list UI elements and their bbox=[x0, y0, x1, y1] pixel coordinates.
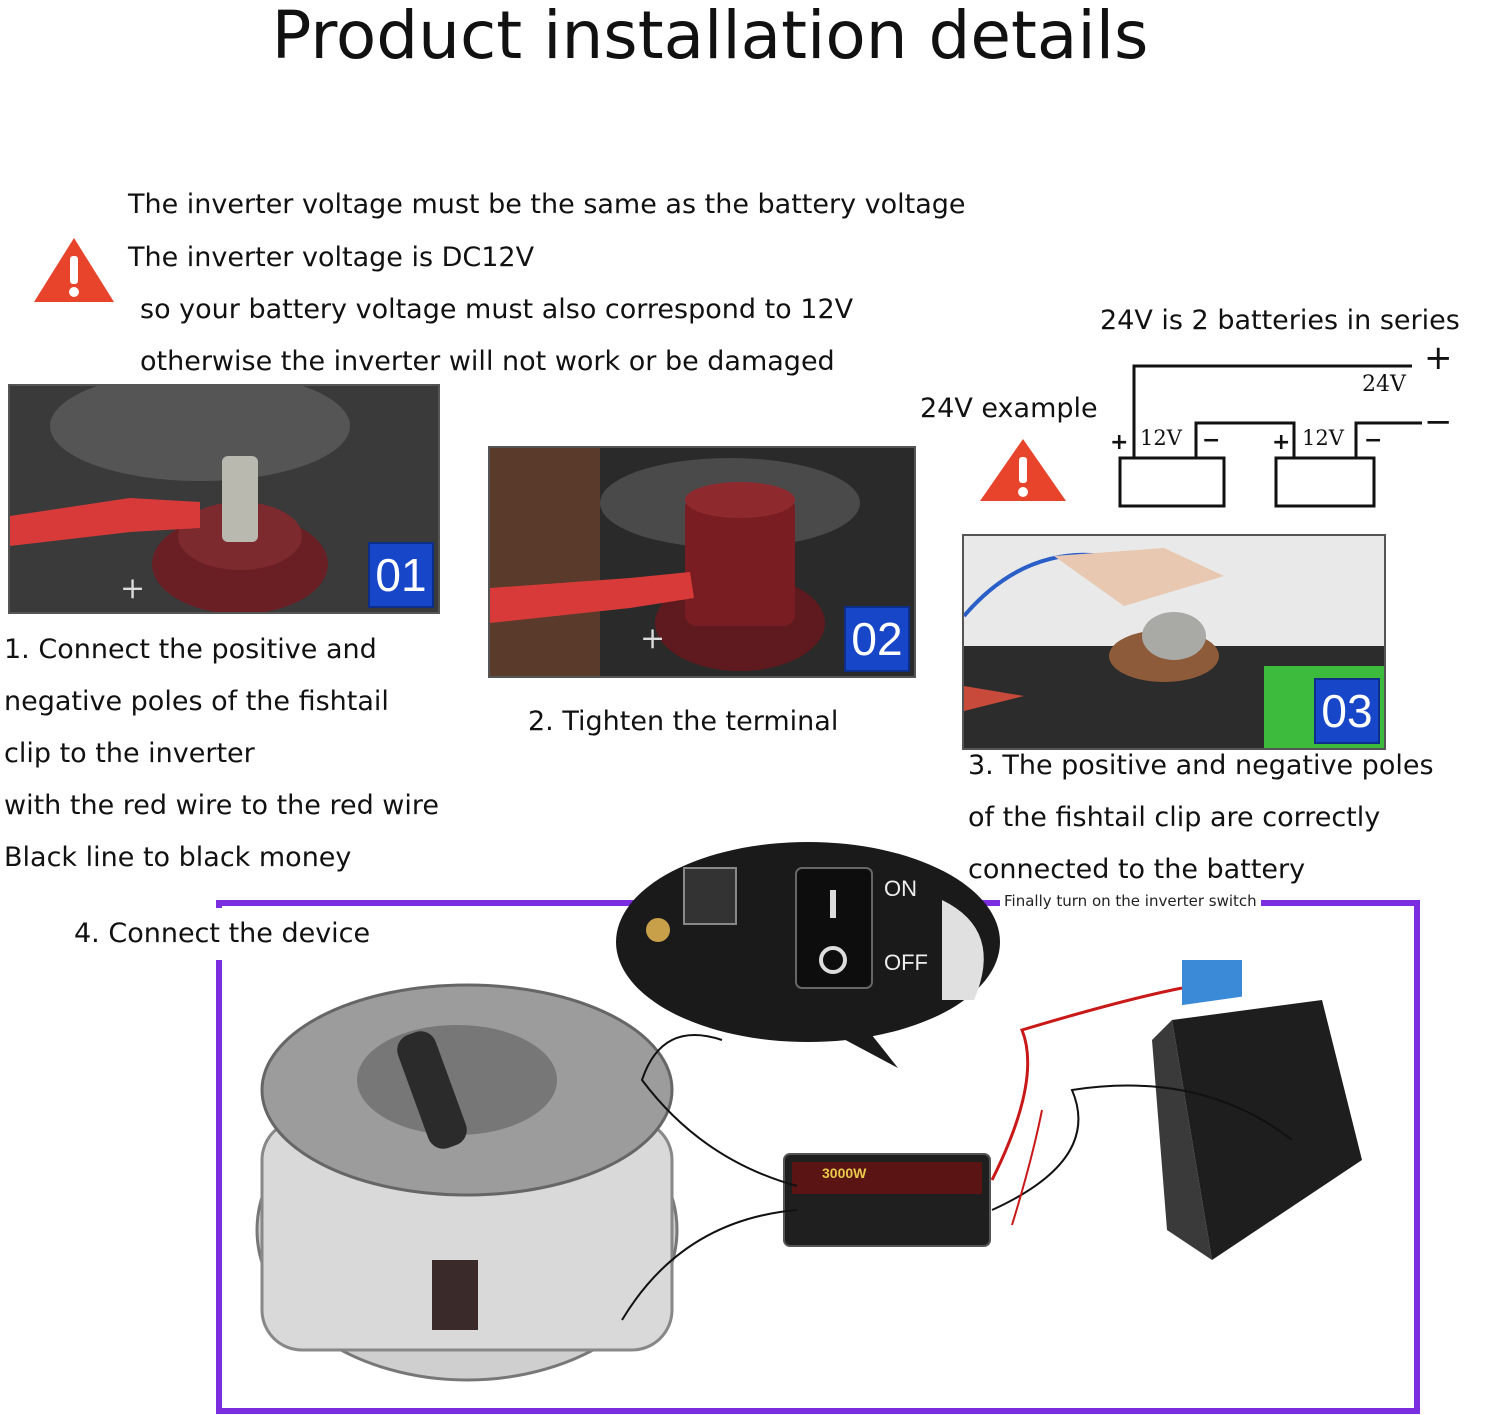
battery-2-voltage: 12V bbox=[1302, 426, 1344, 450]
series-minus-sign: − bbox=[1424, 402, 1453, 442]
warning-line-4: otherwise the inverter will not work or … bbox=[140, 346, 835, 377]
battery-2-minus: − bbox=[1364, 428, 1383, 453]
battery-1-voltage: 12V bbox=[1140, 426, 1182, 450]
battery-2 bbox=[1274, 456, 1376, 508]
warning-line-2: The inverter voltage is DC12V bbox=[128, 242, 535, 273]
step-1-caption-line-5: Black line to black money bbox=[4, 842, 352, 873]
series-wiring-diagram bbox=[1118, 364, 1422, 508]
step-1-badge: 01 bbox=[368, 542, 434, 608]
device-wiring-illustration bbox=[255, 960, 1362, 1382]
step-3-photo: 03 bbox=[962, 534, 1386, 750]
inverter-label: 3000W bbox=[822, 1165, 867, 1181]
series-caption: 24V is 2 batteries in series bbox=[1100, 305, 1460, 336]
svg-text:+: + bbox=[640, 621, 665, 656]
inverter bbox=[783, 1153, 991, 1247]
step-3-caption-line-1: 3. The positive and negative poles bbox=[968, 750, 1434, 781]
step-1-photo: + 01 bbox=[8, 384, 440, 614]
switch-callout: ON OFF bbox=[612, 840, 1004, 1070]
switch-off-label: OFF bbox=[884, 950, 928, 975]
series-example-label: 24V example bbox=[920, 393, 1098, 424]
step-3-caption-line-3: connected to the battery bbox=[968, 854, 1306, 885]
battery-1-minus: − bbox=[1202, 428, 1221, 453]
series-plus-sign: + bbox=[1424, 338, 1453, 378]
battery-2-plus: + bbox=[1272, 430, 1291, 455]
step-2-caption: 2. Tighten the terminal bbox=[528, 706, 839, 737]
final-switch-note: Finally turn on the inverter switch bbox=[1000, 890, 1261, 912]
step-3-badge: 03 bbox=[1314, 678, 1380, 744]
battery-1-plus: + bbox=[1110, 430, 1129, 455]
warning-triangle-icon bbox=[34, 238, 114, 302]
warning-triangle-icon-2 bbox=[980, 439, 1066, 501]
step-1-caption-line-4: with the red wire to the red wire bbox=[4, 790, 440, 821]
step-1-caption-line-3: clip to the inverter bbox=[4, 738, 255, 769]
step-2-photo: + 02 bbox=[488, 446, 916, 678]
warning-line-3: so your battery voltage must also corres… bbox=[140, 294, 854, 325]
battery-1 bbox=[1118, 456, 1226, 508]
warning-line-1: The inverter voltage must be the same as… bbox=[128, 189, 966, 220]
svg-text:+: + bbox=[120, 571, 145, 606]
step-1-caption-line-1: 1. Connect the positive and bbox=[4, 634, 377, 665]
page-title: Product installation details bbox=[271, 0, 1149, 74]
switch-on-label: ON bbox=[884, 876, 917, 901]
step-3-caption-line-2: of the fishtail clip are correctly bbox=[968, 802, 1381, 833]
series-total-voltage: 24V bbox=[1362, 372, 1406, 397]
step-2-badge: 02 bbox=[844, 606, 910, 672]
step-4-caption: 4. Connect the device bbox=[70, 908, 375, 960]
car-battery bbox=[1152, 960, 1362, 1260]
step-1-caption-line-2: negative poles of the fishtail bbox=[4, 686, 389, 717]
